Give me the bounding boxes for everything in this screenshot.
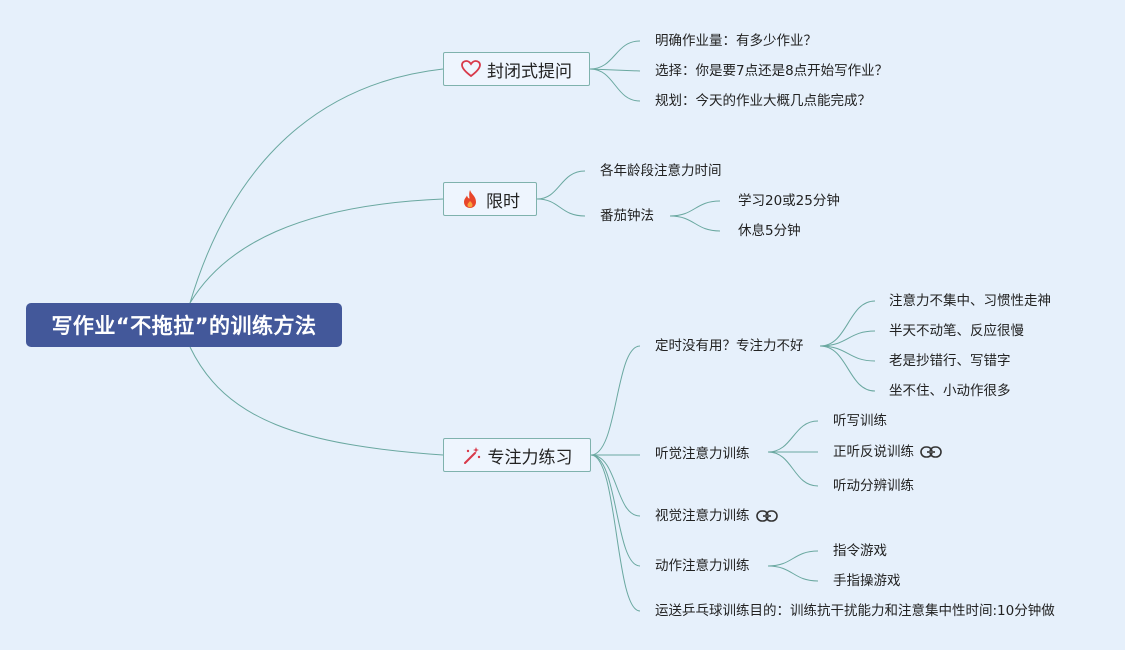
leaf-item[interactable]: 学习20或25分钟 [738, 192, 840, 210]
leaf-label: 老是抄错行、写错字 [889, 353, 1011, 369]
leaf-label: 注意力不集中、习惯性走神 [889, 293, 1051, 309]
leaf-label: 听觉注意力训练 [655, 446, 750, 462]
leaf-item[interactable]: 坐不住、小动作很多 [889, 382, 1011, 400]
leaf-item[interactable]: 听写训练 [833, 412, 887, 430]
leaf-item[interactable]: 注意力不集中、习惯性走神 [889, 292, 1051, 310]
leaf-item[interactable]: 明确作业量：有多少作业？ [655, 32, 817, 50]
leaf-label: 番茄钟法 [600, 208, 654, 224]
branch-time-limit[interactable]: 限时 [443, 182, 537, 216]
leaf-label: 运送乒乓球训练目的：训练抗干扰能力和注意集中性时间:10分钟做 [655, 603, 1055, 619]
leaf-item[interactable]: 运送乒乓球训练目的：训练抗干扰能力和注意集中性时间:10分钟做 [655, 602, 1055, 620]
leaf-item[interactable]: 听觉注意力训练 [655, 445, 750, 463]
branch-label: 封闭式提问 [487, 61, 572, 82]
leaf-label: 定时没有用？专注力不好 [655, 338, 804, 354]
connector-root-branch3 [189, 346, 444, 456]
leaf-item[interactable]: 休息5分钟 [738, 222, 801, 240]
leaf-label: 指令游戏 [833, 543, 887, 559]
leaf-item[interactable]: 动作注意力训练 [655, 557, 750, 575]
leaf-item[interactable]: 规划：今天的作业大概几点能完成？ [655, 92, 871, 110]
leaf-item[interactable]: 听动分辨训练 [833, 477, 914, 495]
leaf-label: 视觉注意力训练 [655, 508, 750, 524]
branch-focus-practice[interactable]: 专注力练习 [443, 438, 591, 472]
leaf-label: 学习20或25分钟 [738, 193, 840, 209]
link-icon[interactable] [920, 445, 942, 459]
leaf-item[interactable]: 选择：你是要7点还是8点开始写作业？ [655, 62, 888, 80]
leaf-label: 坐不住、小动作很多 [889, 383, 1011, 399]
connector-root-branch1 [189, 68, 444, 304]
leaf-label: 正听反说训练 [833, 444, 914, 460]
leaf-label: 休息5分钟 [738, 223, 801, 239]
connector-root-branch2 [189, 198, 444, 304]
leaf-item[interactable]: 正听反说训练 [833, 443, 942, 461]
root-title: 写作业“不拖拉”的训练方法 [51, 314, 317, 338]
leaf-item[interactable]: 视觉注意力训练 [655, 507, 778, 525]
branch-label: 专注力练习 [487, 447, 573, 468]
leaf-item[interactable]: 手指操游戏 [833, 572, 901, 590]
root-topic[interactable]: 写作业“不拖拉”的训练方法 [26, 303, 342, 347]
leaf-label: 半天不动笔、反应很慢 [889, 323, 1024, 339]
leaf-item[interactable]: 各年龄段注意力时间 [600, 162, 722, 180]
leaf-label: 听写训练 [833, 413, 887, 429]
leaf-label: 明确作业量：有多少作业？ [655, 33, 817, 49]
leaf-item[interactable]: 指令游戏 [833, 542, 887, 560]
leaf-label: 听动分辨训练 [833, 478, 914, 494]
leaf-label: 手指操游戏 [833, 573, 901, 589]
leaf-item[interactable]: 番茄钟法 [600, 207, 654, 225]
leaf-item[interactable]: 半天不动笔、反应很慢 [889, 322, 1024, 340]
leaf-label: 规划：今天的作业大概几点能完成？ [655, 93, 871, 109]
heart-outline-icon [461, 59, 481, 79]
branch-closed-questions[interactable]: 封闭式提问 [443, 52, 590, 86]
fire-icon [460, 189, 480, 209]
leaf-item[interactable]: 定时没有用？专注力不好 [655, 337, 804, 355]
magic-wand-icon [462, 445, 482, 465]
leaf-label: 动作注意力训练 [655, 558, 750, 574]
branch-label: 限时 [486, 191, 520, 212]
leaf-item[interactable]: 老是抄错行、写错字 [889, 352, 1011, 370]
link-icon[interactable] [755, 509, 778, 523]
leaf-label: 各年龄段注意力时间 [600, 163, 722, 179]
leaf-label: 选择：你是要7点还是8点开始写作业？ [655, 63, 889, 79]
